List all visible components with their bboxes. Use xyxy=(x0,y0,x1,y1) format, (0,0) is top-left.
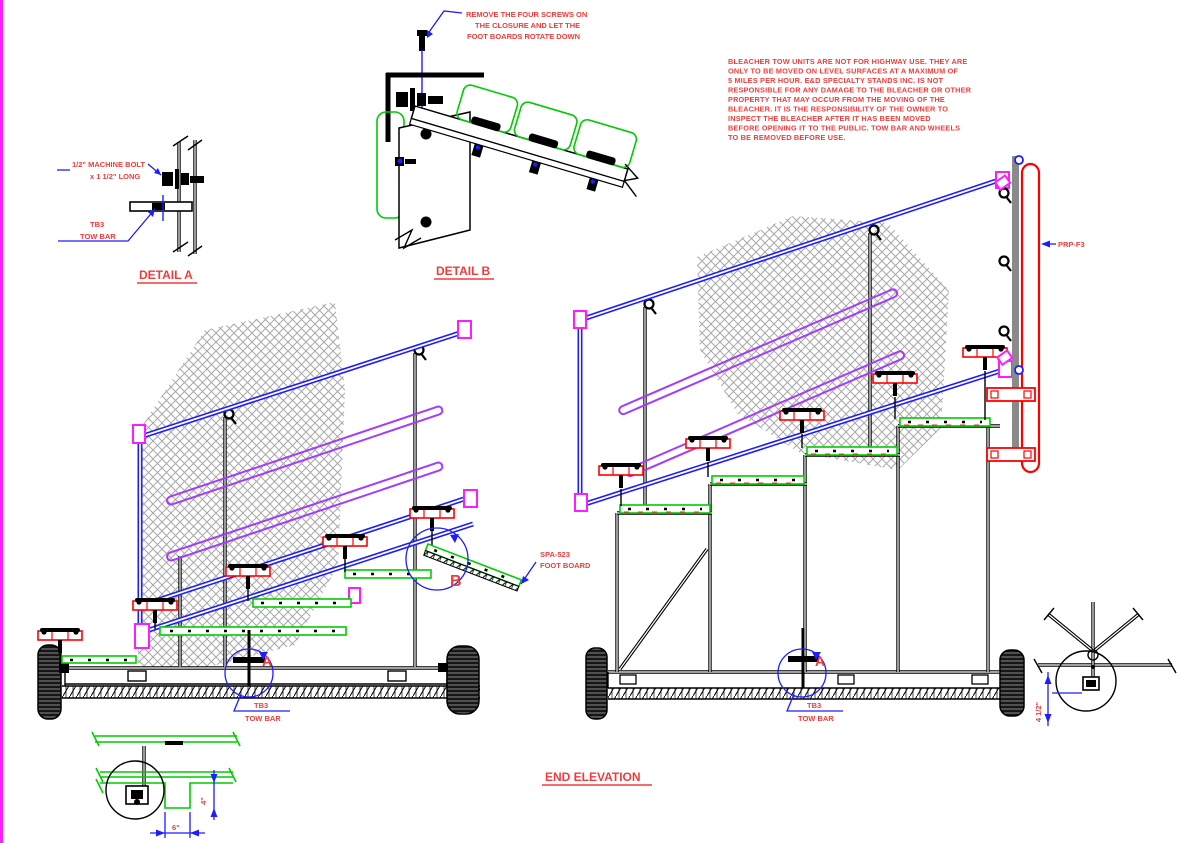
warning-line: 5 MILES PER HOUR. E&D SPECIALTY STANDS I… xyxy=(728,76,943,85)
wheel xyxy=(37,644,62,720)
callout-b: B xyxy=(405,527,469,591)
groove-width-dim: 6" xyxy=(172,823,180,832)
wheel xyxy=(585,647,608,720)
detail-b-note-3: FOOT BOARDS ROTATE DOWN xyxy=(467,32,580,41)
chain-link-mesh xyxy=(138,302,345,668)
footboard-label-2: FOOT BOARD xyxy=(540,561,591,570)
view-title: END ELEVATION xyxy=(545,770,641,784)
warning-line: BLEACHER. IT IS THE RESPONSIBILITY OF TH… xyxy=(728,105,948,114)
detail-b-view: REMOVE THE FOUR SCREWS ON THE CLOSURE AN… xyxy=(376,10,640,280)
warning-line: PROPERTY THAT MAY OCCUR FROM THE MOVING … xyxy=(728,95,945,104)
warning-line: BLEACHER TOW UNITS ARE NOT FOR HIGHWAY U… xyxy=(728,57,967,66)
callout-a-left: A TB3 TOW BAR xyxy=(224,648,290,723)
right-bleacher-open: PRP-F3 xyxy=(573,155,1085,720)
spa-footboard xyxy=(423,542,523,592)
warning-line: TO BE REMOVED BEFORE USE. xyxy=(728,133,846,142)
jack-clearance-dim: 4 1/2" xyxy=(1034,701,1043,722)
sheet-border-line xyxy=(0,0,3,843)
detail-a-part-tag: TB3 xyxy=(90,220,104,229)
footboard-label-1: SPA-523 xyxy=(540,550,570,559)
left-bleacher-folded xyxy=(37,302,523,720)
callout-b-letter: B xyxy=(450,573,462,590)
detail-b-title: DETAIL B xyxy=(436,264,491,278)
towbar-tag: TB3 xyxy=(254,701,268,710)
towbar-tag: TB3 xyxy=(807,701,821,710)
end-elevation-title: END ELEVATION xyxy=(542,770,652,786)
warning-line: INSPECT THE BLEACHER AFTER IT HAS BEEN M… xyxy=(728,114,931,123)
foot-boards xyxy=(61,569,432,664)
jack-detail: 4 1/2" xyxy=(1033,602,1177,726)
wheel-groove-detail: 4" 6" xyxy=(91,731,241,838)
warning-line: RESPONSIBLE FOR ANY DAMAGE TO THE BLEACH… xyxy=(728,86,972,95)
foot-boards xyxy=(619,417,991,514)
wheel xyxy=(446,645,480,715)
warning-line: BEFORE OPENING IT TO THE PUBLIC. TOW BAR… xyxy=(728,124,960,133)
detail-a-bolt-label-2: x 1 1/2" LONG xyxy=(90,172,140,181)
callout-a-letter: A xyxy=(262,653,272,669)
prp-f3-label: PRP-F3 xyxy=(1058,240,1085,249)
detail-a-view: 1/2" MACHINE BOLT x 1 1/2" LONG TB3 TOW … xyxy=(57,135,204,284)
callout-a-right: A TB3 TOW BAR xyxy=(777,648,843,723)
callout-a-letter: A xyxy=(815,653,825,669)
detail-b-note-2: THE CLOSURE AND LET THE xyxy=(475,21,580,30)
towbar-name: TOW BAR xyxy=(245,714,281,723)
warning-line: ONLY TO BE MOVED ON LEVEL SURFACES AT A … xyxy=(728,67,958,76)
prp-f3-panel xyxy=(986,155,1041,474)
seat xyxy=(598,462,644,489)
detail-a-title: DETAIL A xyxy=(139,268,193,282)
wheel xyxy=(999,649,1025,717)
detail-b-note-1: REMOVE THE FOUR SCREWS ON xyxy=(466,10,587,19)
groove-depth-dim: 4" xyxy=(199,797,208,805)
detail-a-bolt-label-1: 1/2" MACHINE BOLT xyxy=(72,160,145,169)
warning-note: BLEACHER TOW UNITS ARE NOT FOR HIGHWAY U… xyxy=(728,57,972,142)
towbar-name: TOW BAR xyxy=(798,714,834,723)
detail-a-part-name: TOW BAR xyxy=(80,232,116,241)
footboard-label: SPA-523 FOOT BOARD xyxy=(520,550,591,585)
